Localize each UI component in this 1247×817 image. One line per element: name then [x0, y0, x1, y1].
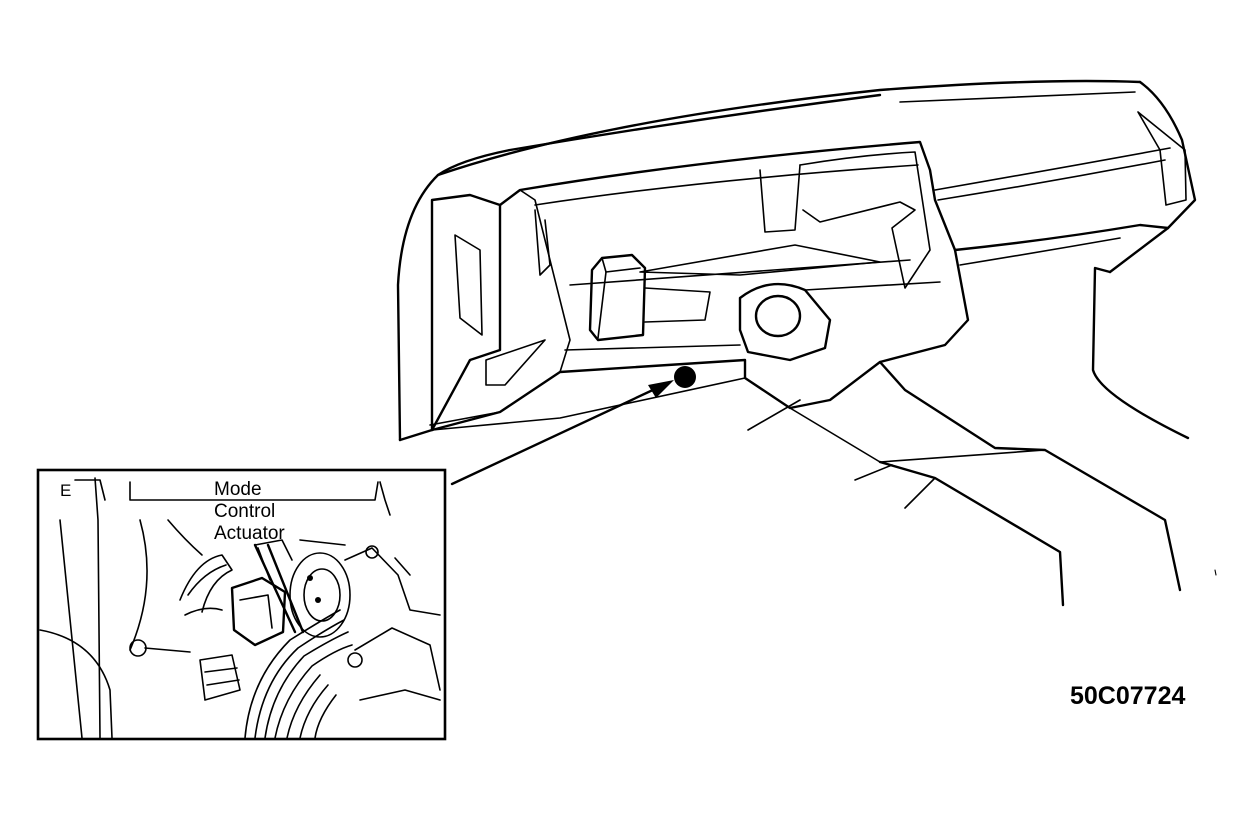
leader-arrow [450, 380, 674, 486]
callout-label-line-1: Mode [214, 479, 262, 500]
inset-view: E Mode Control Actuator [36, 468, 447, 741]
dashboard-illustration [396, 79, 1217, 607]
callout-label-line-3: Actuator [214, 523, 285, 544]
figure-id: 50C07724 [1070, 682, 1185, 710]
inset-artwork [39, 477, 441, 739]
location-marker [674, 366, 696, 388]
callout-label-line-2: Control [214, 501, 275, 522]
inset-letter: E [60, 481, 71, 500]
